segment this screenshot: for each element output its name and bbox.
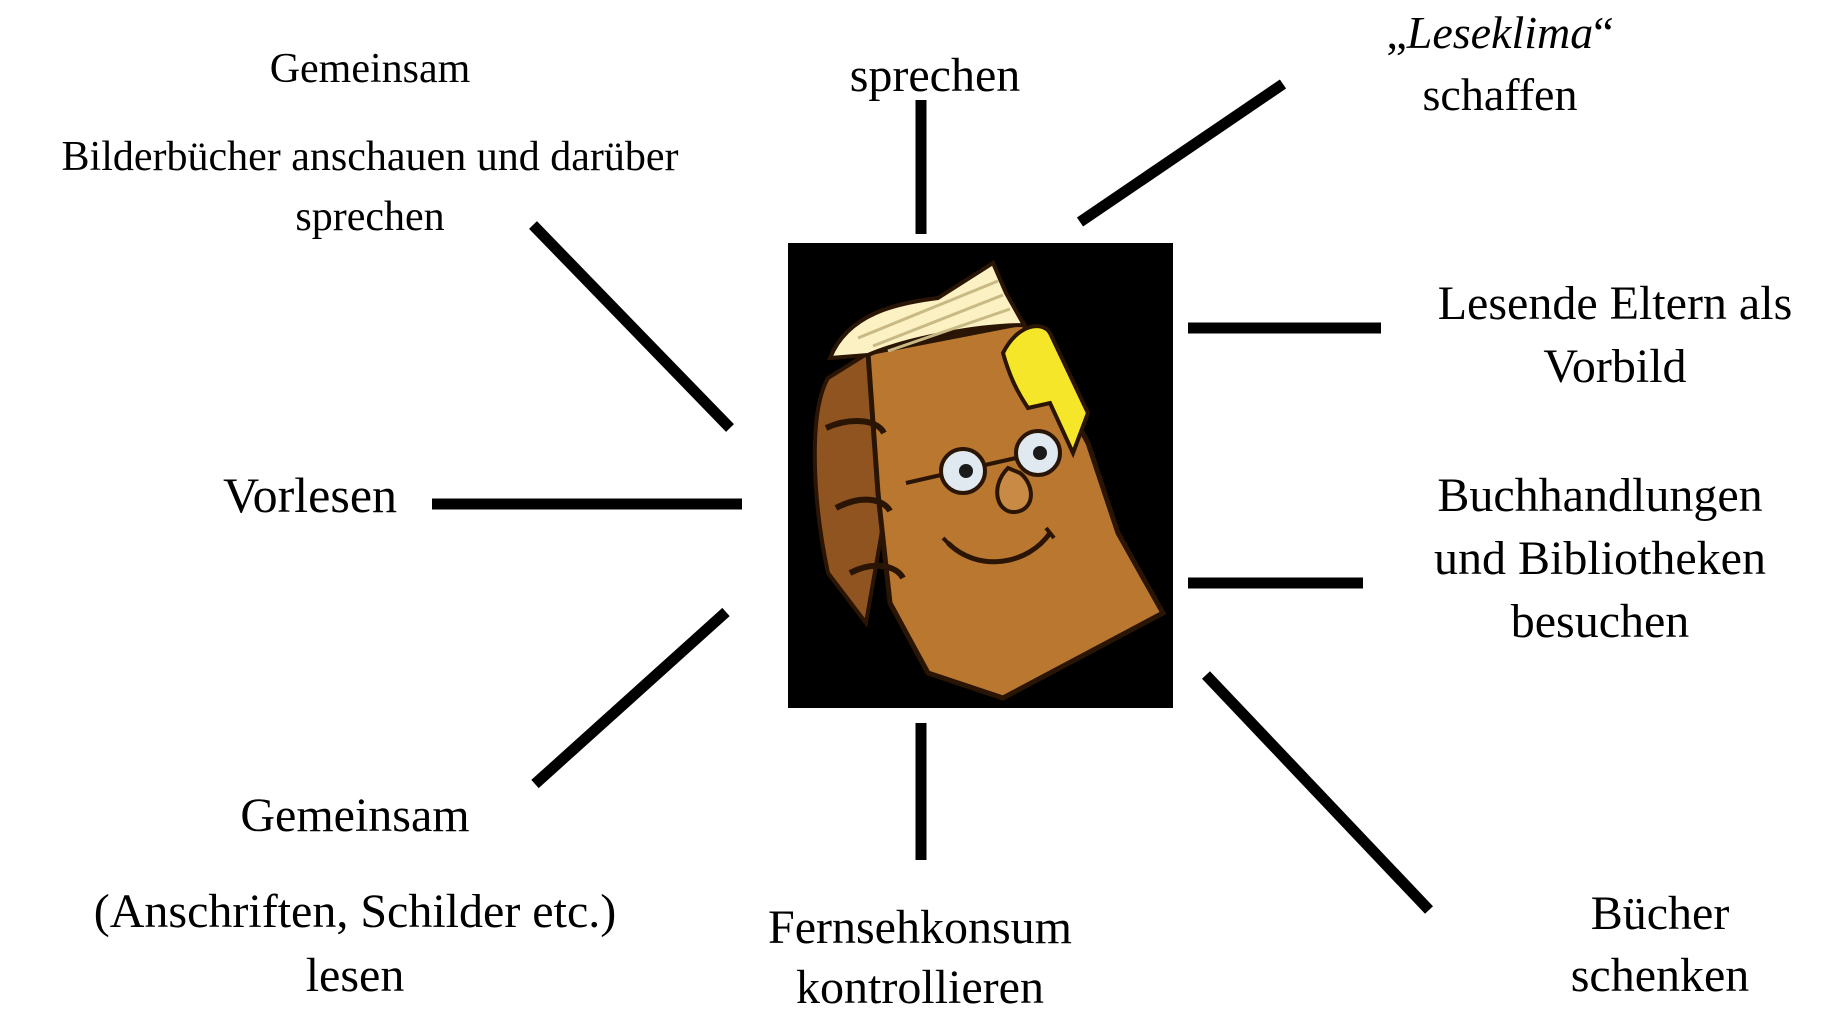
label-sprechen: sprechen (820, 52, 1050, 108)
connector-gemeinsam-top (529, 221, 734, 432)
label-fernseh-line2: kontrollieren (796, 961, 1044, 1010)
label-gemeinsam-top-line1: Gemeinsam (269, 46, 471, 92)
label-fernseh-line1: Fernsehkonsum (768, 901, 1072, 954)
label-eltern-line1: Lesende Eltern als (1437, 277, 1793, 330)
label-eltern-line2: Vorbild (1543, 340, 1687, 393)
label-gemeinsam-bottom-line3: lesen (305, 949, 405, 1002)
label-sprechen-text: sprechen (849, 49, 1021, 102)
label-gemeinsam-top-line2: Bilderbücher anschauen und darüber (61, 134, 679, 180)
connector-leseklima (1076, 79, 1287, 227)
label-leseklima-line2: schaffen (1422, 69, 1578, 120)
label-gemeinsam-bottom-line1: Gemeinsam (240, 789, 470, 842)
label-buchhandlungen-line3: besuchen (1510, 595, 1690, 648)
label-gemeinsam-top: Gemeinsam Bilderbücher anschauen und dar… (0, 48, 740, 248)
label-buecher: Bücher schenken (1510, 890, 1810, 1005)
label-gemeinsam-top-line3: sprechen (295, 194, 445, 240)
label-buecher-line2: schenken (1570, 949, 1750, 1002)
label-buchhandlungen-line2: und Bibliotheken (1434, 532, 1766, 585)
label-vorlesen-text: Vorlesen (222, 467, 398, 523)
label-leseklima-line1: „Leseklima“ (1340, 10, 1660, 56)
label-gemeinsam-bottom: Gemeinsam (Anschriften, Schilder etc.) l… (30, 792, 680, 1002)
label-buchhandlungen-line1: Buchhandlungen (1437, 469, 1763, 522)
label-fernseh: Fernsehkonsum kontrollieren (720, 901, 1120, 1010)
label-gemeinsam-bottom-line2: (Anschriften, Schilder etc.) (93, 885, 617, 938)
label-buecher-line1: Bücher (1590, 887, 1730, 940)
label-vorlesen: Vorlesen (190, 470, 430, 526)
leseklima-quote-close: “ (1593, 7, 1614, 58)
leseklima-word: Leseklima (1406, 7, 1594, 58)
label-eltern: Lesende Eltern als Vorbild (1400, 280, 1830, 400)
label-buchhandlungen: Buchhandlungen und Bibliotheken besuchen (1390, 472, 1810, 652)
connector-gemeinsam-bottom (531, 607, 730, 789)
leseklima-quote-open: „ (1386, 7, 1407, 58)
label-leseklima: „Leseklima“ schaffen (1340, 10, 1660, 130)
smiling-book-with-glasses-icon (812, 260, 1167, 701)
center-book-image (788, 243, 1173, 708)
connector-buecher (1202, 671, 1433, 914)
